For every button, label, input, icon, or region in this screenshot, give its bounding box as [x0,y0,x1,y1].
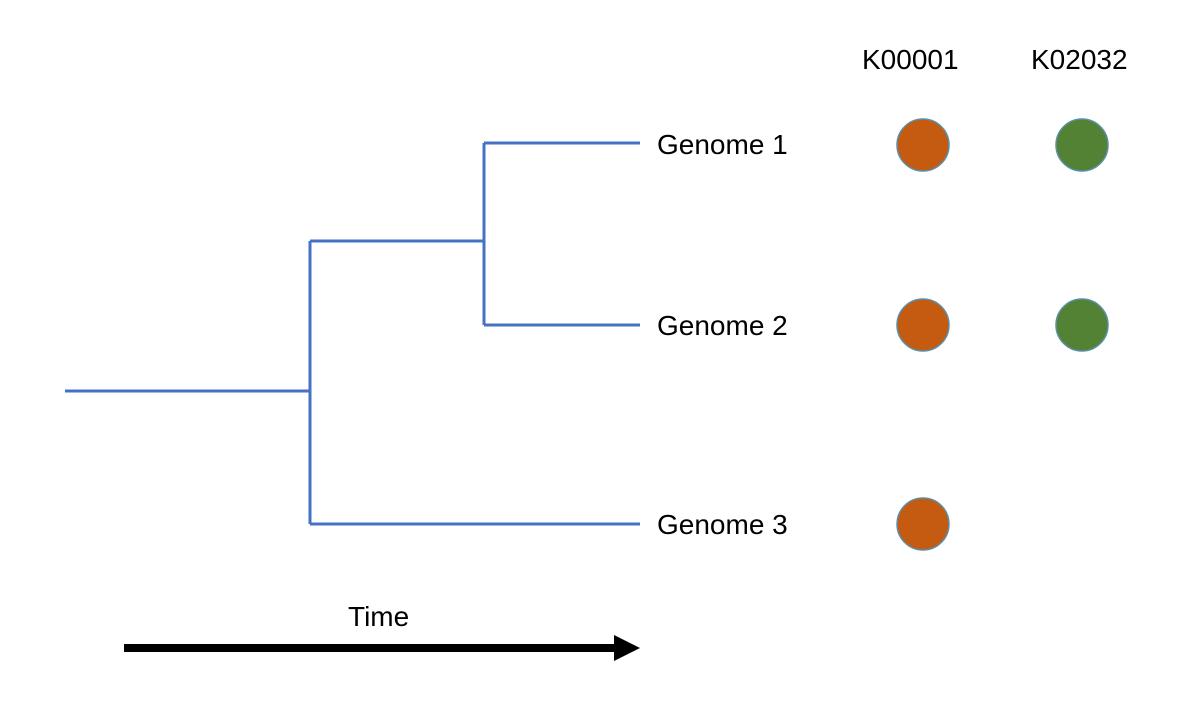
time-arrow [124,635,640,661]
presence-circle-genome-1-k02032 [1055,118,1109,172]
presence-matrix [896,118,1109,551]
genome-2-label: Genome 2 [657,310,788,341]
presence-circle-genome-3-k00001 [896,497,950,551]
column-header-k00001: K00001 [862,44,959,75]
time-arrow-head [614,635,640,661]
presence-circle-genome-1-k00001 [896,118,950,172]
presence-circle-genome-2-k00001 [896,298,950,352]
phylogenetic-tree [65,141,640,526]
column-header-k02032: K02032 [1031,44,1128,75]
time-axis-label: Time [348,601,410,632]
genome-1-label: Genome 1 [657,129,788,160]
genome-3-label: Genome 3 [657,509,788,540]
presence-circle-genome-2-k02032 [1055,298,1109,352]
